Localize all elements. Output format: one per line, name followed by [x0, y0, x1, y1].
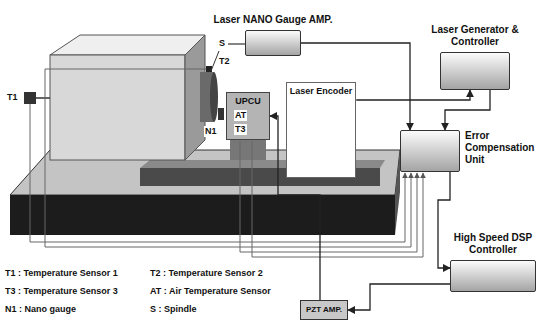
- headstock-top: [50, 35, 205, 55]
- node-text: UPCU: [235, 96, 261, 107]
- label-anchor: N1 : Nano gauge: [5, 304, 76, 315]
- dsp-controller-box: High Speed DSP Controller: [450, 260, 536, 292]
- spindle-face: [210, 72, 218, 122]
- key-entry: N1 : Nano gauge: [5, 304, 76, 315]
- node-text: Error Compensation Unit: [465, 130, 539, 166]
- spindle-sensor: [206, 66, 212, 72]
- headstock-front: [50, 55, 185, 160]
- compensation-unit-box: Error Compensation Unit: [400, 130, 460, 172]
- upcu-block: UPCU: [226, 92, 270, 140]
- signal-connector: [348, 284, 450, 310]
- upcu-pedestal: [230, 140, 266, 160]
- node-text: PZT AMP.: [306, 305, 342, 315]
- label-anchor: S: [218, 38, 226, 49]
- sensor-wire: [45, 69, 411, 247]
- sensor-mount: [36, 97, 50, 99]
- node-text: Laser NANO Gauge AMP.: [214, 14, 333, 26]
- node-text: High Speed DSP Controller: [445, 232, 541, 256]
- label-anchor: N1: [204, 126, 218, 137]
- sensor-label: T3: [234, 124, 247, 135]
- laser-controller-box: Laser Generator & Controller: [440, 52, 510, 90]
- label-anchor: T1 : Temperature Sensor 1: [5, 268, 118, 279]
- nano-gauge-probe: [218, 108, 224, 120]
- amplifier-box: Laser NANO Gauge AMP.: [245, 30, 301, 56]
- gauge-cable: [228, 43, 245, 44]
- label-anchor: T2 : Temperature Sensor 2: [150, 268, 263, 279]
- key-entry: T2 : Temperature Sensor 2: [150, 268, 263, 279]
- label-anchor: AT: [234, 110, 247, 121]
- key-entry: S : Spindle: [150, 304, 197, 315]
- label-anchor: AT : Air Temperature Sensor: [150, 286, 271, 297]
- node-text: Laser Generator & Controller: [420, 24, 530, 48]
- sensor-label: N1: [204, 126, 218, 137]
- node-text: Laser Encoder: [290, 86, 353, 97]
- key-entry: T3 : Temperature Sensor 3: [5, 286, 118, 297]
- signal-connector: [445, 90, 490, 130]
- label-anchor: T3 : Temperature Sensor 3: [5, 286, 118, 297]
- label-anchor: T3: [234, 124, 247, 135]
- signal-connector: [438, 172, 450, 268]
- key-entry: AT : Air Temperature Sensor: [150, 286, 271, 297]
- sensor-label: T2: [218, 56, 231, 67]
- key-entry: T1 : Temperature Sensor 1: [5, 268, 118, 279]
- sensor-label: T1: [6, 92, 19, 103]
- label-anchor: T2: [218, 56, 231, 67]
- pzt-amp-box: PZT AMP.: [300, 300, 348, 320]
- part-label: S: [218, 38, 226, 49]
- label-anchor: T1: [6, 92, 19, 103]
- laser-encoder-box: Laser Encoder: [286, 82, 357, 178]
- base-front: [10, 195, 395, 235]
- signal-connector: [356, 90, 470, 100]
- temperature-sensor: [24, 92, 36, 104]
- sensor-label: AT: [234, 110, 247, 121]
- label-anchor: S : Spindle: [150, 304, 197, 315]
